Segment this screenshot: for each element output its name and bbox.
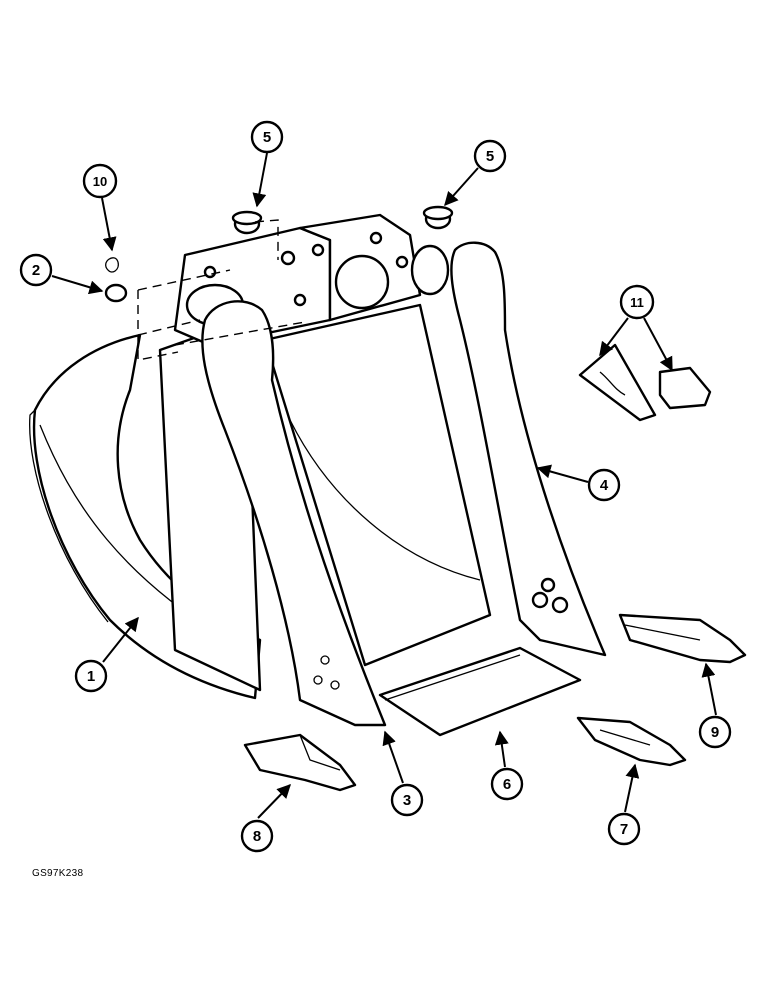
callout-7: 7 [607, 812, 641, 846]
bushing-left [231, 210, 263, 235]
retainer-clip-10 [105, 257, 119, 273]
callout-5-left-label: 5 [263, 129, 271, 146]
callout-2: 2 [19, 253, 53, 287]
callout-6: 6 [490, 767, 524, 801]
bushing-right [422, 205, 454, 230]
callout-8-label: 8 [253, 828, 261, 845]
hinge-bracket [173, 213, 450, 347]
callout-11-label: 11 [630, 295, 644, 310]
bucket-back-plate [263, 303, 492, 667]
callout-10: 10 [82, 163, 118, 199]
tooth-8 [243, 733, 357, 792]
cutting-edge [378, 646, 582, 737]
callout-5-right-label: 5 [486, 148, 494, 165]
callout-5-right: 5 [473, 139, 507, 173]
callout-4-label: 4 [600, 477, 609, 494]
callout-5-left: 5 [250, 120, 284, 154]
leader-lines [51, 152, 717, 819]
left-side-plate [201, 300, 387, 727]
right-side-plate [450, 241, 607, 657]
callout-9: 9 [698, 715, 732, 749]
tooth-9 [618, 613, 747, 664]
callout-6-label: 6 [503, 776, 511, 793]
callout-10-label: 10 [93, 174, 107, 189]
tooth-7 [576, 716, 687, 767]
assembly-lines [137, 219, 306, 361]
callout-7-label: 7 [620, 821, 628, 838]
callout-3: 3 [390, 783, 424, 817]
callout-8: 8 [240, 819, 274, 853]
adapter-11 [578, 343, 712, 422]
callout-4: 4 [587, 468, 621, 502]
callout-2-label: 2 [32, 262, 40, 279]
figure-code: GS97K238 [32, 868, 84, 879]
pin-2 [104, 283, 128, 303]
callout-9-label: 9 [711, 724, 719, 741]
callout-1: 1 [74, 659, 108, 693]
callout-11: 11 [619, 284, 655, 320]
callout-1-label: 1 [87, 668, 95, 685]
callout-3-label: 3 [403, 792, 411, 809]
